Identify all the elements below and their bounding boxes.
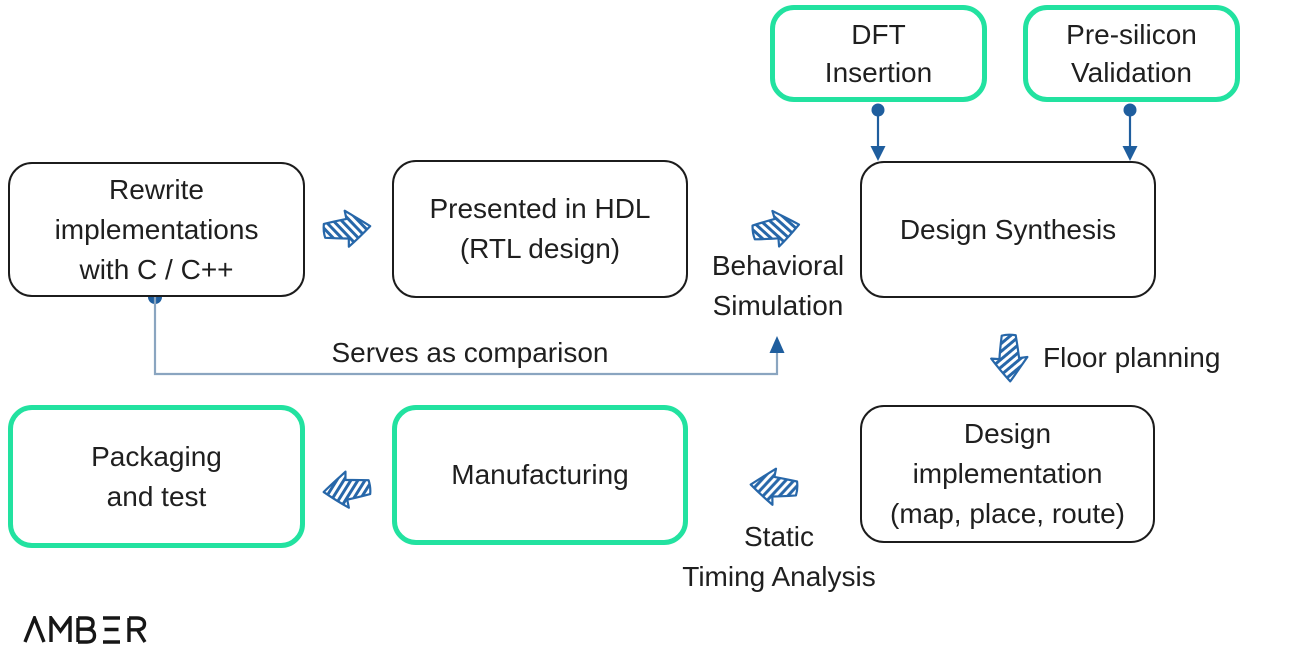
sketch-down-arrow-icon	[985, 330, 1033, 386]
node-label: Manufacturing	[451, 459, 629, 490]
presilicon-to-synthesis-connector	[1122, 103, 1138, 161]
node-label: Rewrite implementations with C / C++	[54, 173, 259, 285]
sketch-left-arrow-icon	[318, 464, 377, 515]
sketch-right-arrow-icon	[745, 202, 806, 257]
node-packaging-and-test: Packaging and test	[8, 405, 305, 548]
label-static-timing-analysis: Static Timing Analysis	[682, 521, 876, 592]
amber-logo	[10, 616, 162, 644]
sketch-left-arrow-icon	[745, 462, 803, 513]
node-label: Packaging and test	[91, 440, 222, 512]
node-design-synthesis: Design Synthesis	[860, 161, 1156, 298]
node-label: Pre-silicon Validation	[1066, 18, 1197, 88]
node-rewrite-implementations: Rewrite implementations with C / C++	[8, 162, 305, 297]
dft-to-synthesis-connector	[870, 103, 886, 161]
node-dft-insertion: DFT Insertion	[770, 5, 987, 102]
node-presilicon-validation: Pre-silicon Validation	[1023, 5, 1240, 102]
label-serves-as-comparison: Serves as comparison	[331, 337, 609, 368]
node-label: Design Synthesis	[899, 213, 1117, 245]
node-presented-in-hdl: Presented in HDL (RTL design)	[392, 160, 688, 298]
node-design-implementation: Design implementation (map, place, route…	[860, 405, 1155, 543]
sketch-right-arrow-icon	[318, 203, 377, 254]
node-label: DFT Insertion	[824, 18, 933, 88]
label-floor-planning: Floor planning	[1043, 342, 1221, 373]
node-manufacturing: Manufacturing	[392, 405, 688, 545]
amber-logo-wordmark	[23, 616, 147, 644]
label-behavioral-simulation: Behavioral Simulation	[711, 250, 845, 321]
node-label: Design implementation (map, place, route…	[890, 418, 1125, 529]
node-label: Presented in HDL (RTL design)	[429, 193, 651, 264]
